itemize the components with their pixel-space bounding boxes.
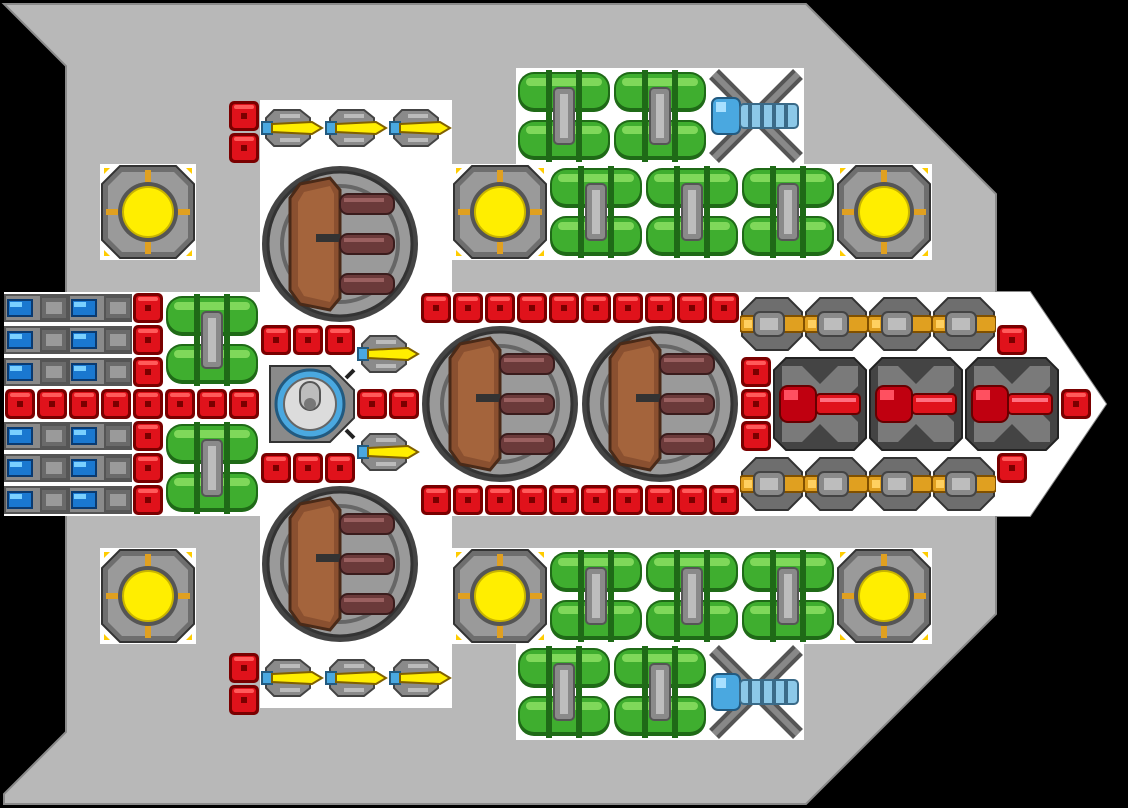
armor-block[interactable]: [517, 293, 547, 323]
armor-block[interactable]: [325, 453, 355, 483]
armor-block[interactable]: [229, 101, 259, 131]
armor-block[interactable]: [133, 293, 163, 323]
armor-block[interactable]: [485, 293, 515, 323]
armor-block[interactable]: [133, 485, 163, 515]
armor-block[interactable]: [133, 389, 163, 419]
laser-cannon[interactable]: [804, 297, 868, 351]
armor-block[interactable]: [613, 293, 643, 323]
armor-block[interactable]: [709, 293, 739, 323]
laser-cannon[interactable]: [804, 457, 868, 511]
armor-block[interactable]: [677, 293, 707, 323]
armor-block[interactable]: [229, 685, 259, 715]
plasma-cannon[interactable]: [773, 357, 867, 451]
armor-block[interactable]: [133, 325, 163, 355]
armor-block[interactable]: [37, 389, 67, 419]
plasma-cannon[interactable]: [965, 357, 1059, 451]
armor-block[interactable]: [357, 389, 387, 419]
armor-block[interactable]: [997, 453, 1027, 483]
thruster[interactable]: [4, 325, 68, 355]
armor-block[interactable]: [581, 485, 611, 515]
armor-block[interactable]: [165, 389, 195, 419]
armor-block[interactable]: [261, 453, 291, 483]
thruster[interactable]: [68, 293, 132, 323]
armor-block[interactable]: [613, 485, 643, 515]
heavy-turret[interactable]: [420, 324, 580, 484]
armor-block[interactable]: [133, 357, 163, 387]
armor-block[interactable]: [453, 485, 483, 515]
reactor[interactable]: [453, 165, 547, 259]
armor-block[interactable]: [517, 485, 547, 515]
armor-block[interactable]: [1061, 389, 1091, 419]
thruster[interactable]: [4, 293, 68, 323]
heavy-turret[interactable]: [260, 484, 420, 644]
thruster[interactable]: [68, 453, 132, 483]
cockpit-core[interactable]: [268, 364, 356, 444]
armor-block[interactable]: [389, 389, 419, 419]
reactor[interactable]: [837, 549, 931, 643]
armor-block[interactable]: [229, 389, 259, 419]
thruster[interactable]: [68, 325, 132, 355]
reactor[interactable]: [837, 165, 931, 259]
thruster[interactable]: [68, 421, 132, 451]
thruster[interactable]: [4, 485, 68, 515]
plasma-cannon[interactable]: [869, 357, 963, 451]
armor-block[interactable]: [101, 389, 131, 419]
armor-block[interactable]: [645, 293, 675, 323]
thruster[interactable]: [4, 357, 68, 387]
armor-block[interactable]: [741, 389, 771, 419]
laser-cannon[interactable]: [932, 297, 996, 351]
armor-block[interactable]: [197, 389, 227, 419]
armor-block[interactable]: [293, 453, 323, 483]
armor-block[interactable]: [485, 485, 515, 515]
armor-block[interactable]: [5, 389, 35, 419]
plasma-cannons: [773, 357, 1059, 451]
laser-cannon[interactable]: [740, 457, 804, 511]
thruster[interactable]: [4, 421, 68, 451]
armor-block[interactable]: [741, 357, 771, 387]
armor-block[interactable]: [325, 325, 355, 355]
reactor[interactable]: [453, 549, 547, 643]
armor-block[interactable]: [69, 389, 99, 419]
armor-block[interactable]: [421, 293, 451, 323]
reactor[interactable]: [101, 165, 195, 259]
armor-block[interactable]: [229, 133, 259, 163]
armor-block[interactable]: [741, 421, 771, 451]
heavy-turret[interactable]: [580, 324, 740, 484]
armor-block[interactable]: [133, 453, 163, 483]
laser-cannon[interactable]: [868, 457, 932, 511]
thruster[interactable]: [68, 485, 132, 515]
armor-block[interactable]: [133, 421, 163, 451]
thruster[interactable]: [4, 453, 68, 483]
armor-block[interactable]: [453, 293, 483, 323]
armor-block[interactable]: [581, 293, 611, 323]
armor-block[interactable]: [645, 485, 675, 515]
armor-block[interactable]: [709, 485, 739, 515]
armor-block[interactable]: [549, 293, 579, 323]
armor-block[interactable]: [229, 653, 259, 683]
thruster[interactable]: [68, 357, 132, 387]
armor-block[interactable]: [997, 325, 1027, 355]
armor-block[interactable]: [293, 325, 323, 355]
laser-cannon[interactable]: [932, 457, 996, 511]
armor-block[interactable]: [261, 325, 291, 355]
laser-cannon[interactable]: [740, 297, 804, 351]
armor-block[interactable]: [549, 485, 579, 515]
armor-block[interactable]: [677, 485, 707, 515]
laser-cannon[interactable]: [868, 297, 932, 351]
armor-block[interactable]: [421, 485, 451, 515]
heavy-turret[interactable]: [260, 164, 420, 324]
reactor[interactable]: [101, 549, 195, 643]
